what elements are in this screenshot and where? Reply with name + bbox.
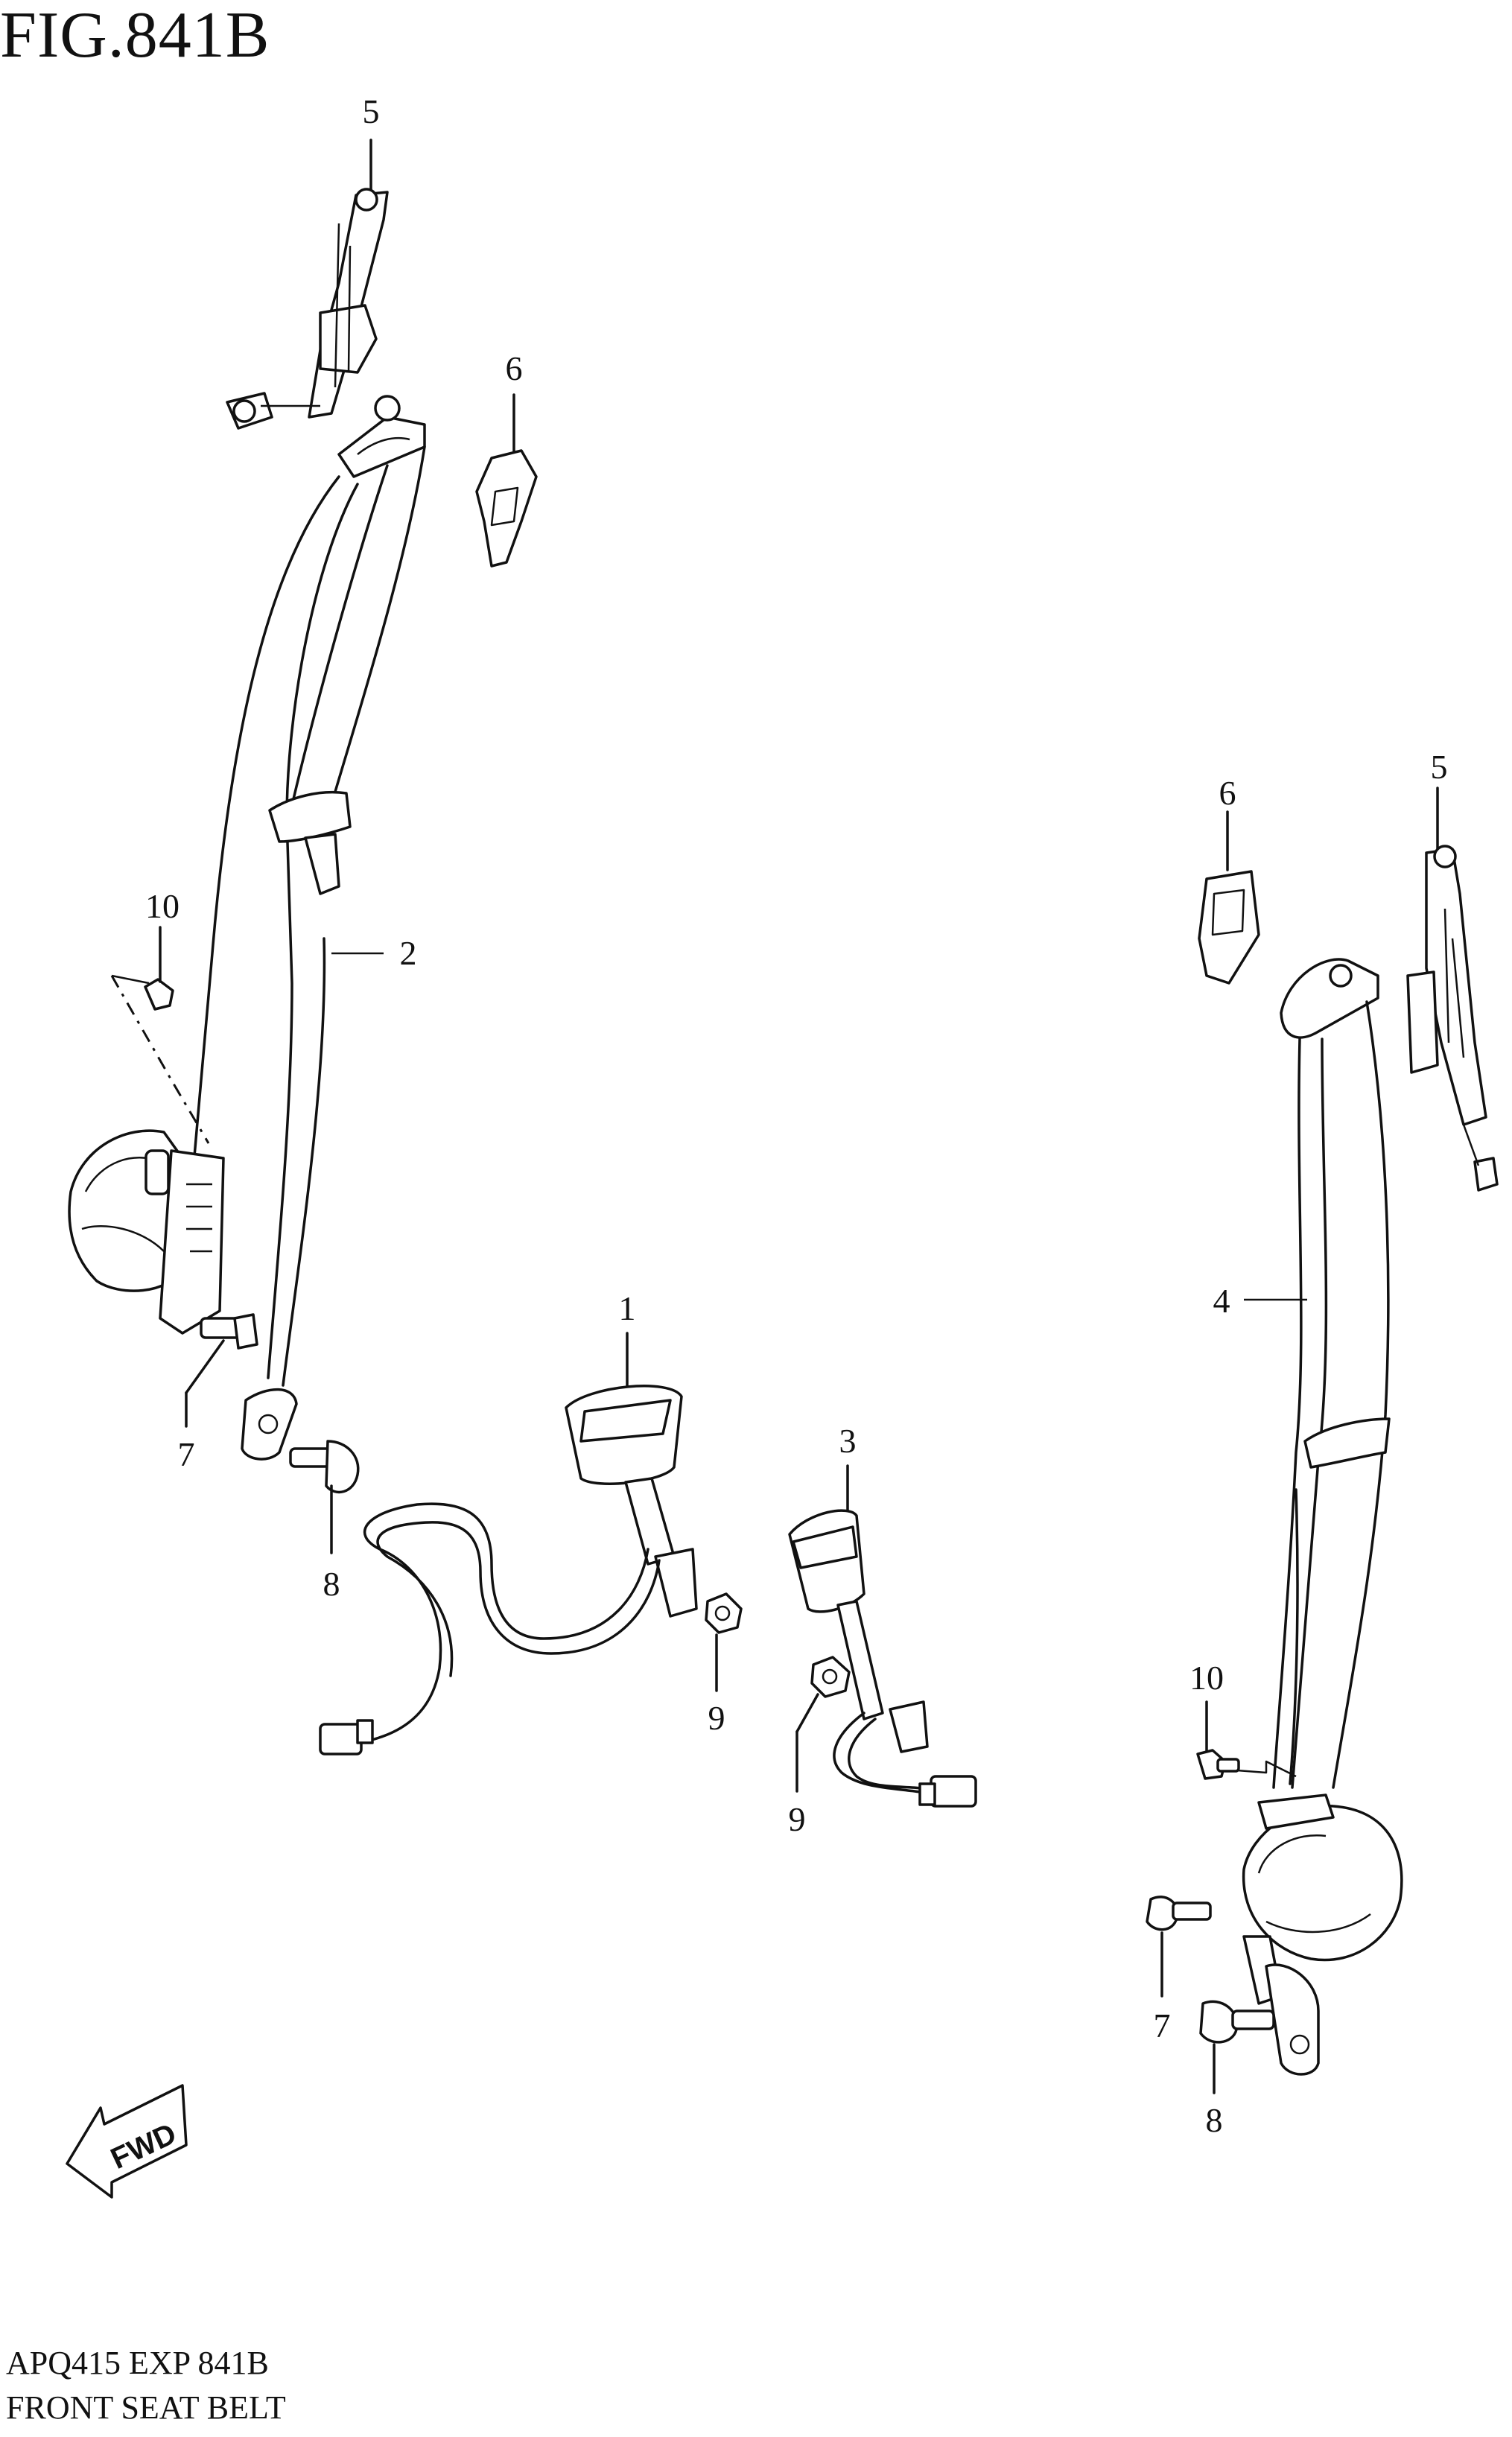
callout-10-right: 10	[1189, 1659, 1224, 1697]
part-9-left-nut	[705, 1592, 743, 1692]
fwd-arrow: FWD	[66, 2084, 188, 2199]
left-retractor	[68, 1129, 225, 1335]
right-anchor-line	[1217, 1760, 1297, 1778]
callout-7-right: 7	[1154, 2007, 1171, 2044]
part-10-right-bolt	[1196, 1700, 1240, 1780]
part-7-left-bolt	[185, 1313, 258, 1428]
callout-6-left: 6	[506, 349, 523, 387]
part-4-right-belt	[1272, 958, 1391, 1789]
part-8-right-bolt	[1199, 2000, 1275, 2094]
part-5-right-adjuster	[1406, 787, 1499, 1192]
right-retractor	[1242, 1793, 1403, 2076]
callout-5-right: 5	[1431, 748, 1448, 786]
part-3-buckle	[788, 1464, 977, 1808]
callout-8-right: 8	[1206, 2101, 1223, 2139]
figure-title: FIG.841B	[0, 0, 270, 72]
part-1-buckle	[319, 1332, 698, 1756]
callout-5-left: 5	[363, 92, 380, 130]
callout-4: 4	[1213, 1282, 1230, 1320]
part-9-center-nut	[795, 1656, 851, 1793]
part-7-right-bolt	[1146, 1896, 1212, 1998]
callout-2: 2	[400, 934, 417, 972]
part-2-left-belt	[183, 395, 426, 1461]
part-8-left-bolt	[289, 1440, 360, 1554]
callout-1: 1	[619, 1289, 636, 1327]
part-6-left-cover	[475, 393, 538, 568]
footer-figure-name: FRONT SEAT BELT	[6, 2389, 286, 2426]
callout-10-left: 10	[145, 887, 180, 925]
callout-7-left: 7	[178, 1435, 195, 1473]
footer-figure-code: APQ415 EXP 841B	[6, 2345, 269, 2381]
part-5-left-adjuster	[226, 139, 389, 430]
part-10-left-bolt	[144, 926, 174, 1011]
callout-3: 3	[839, 1422, 857, 1460]
callout-9-left: 9	[708, 1699, 725, 1737]
callout-9-center: 9	[789, 1800, 806, 1838]
callout-8-left: 8	[323, 1565, 340, 1603]
left-dashed-line	[110, 975, 210, 1144]
left-dash-tick	[111, 974, 150, 985]
part-6-right-cover	[1198, 810, 1260, 985]
callout-6-right: 6	[1219, 774, 1236, 812]
